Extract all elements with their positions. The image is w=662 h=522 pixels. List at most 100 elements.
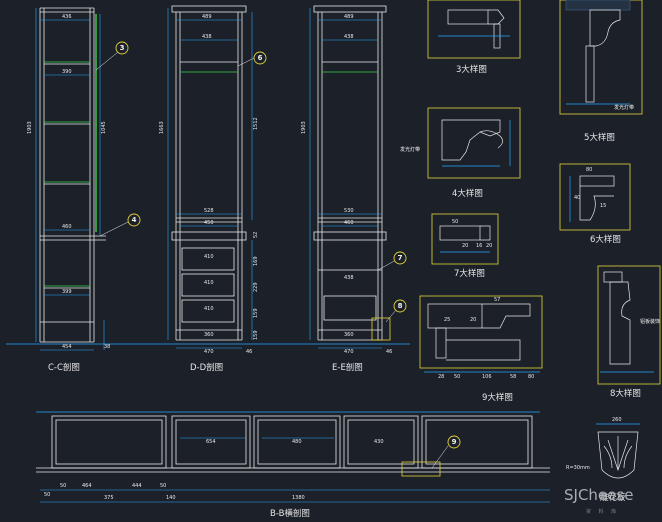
dim: 489 xyxy=(344,14,354,20)
dim: 530 xyxy=(344,208,354,214)
dim: 410 xyxy=(204,306,214,312)
dim: 470 xyxy=(344,349,354,355)
dim: 28 xyxy=(438,374,445,380)
marker-6: 6 xyxy=(257,54,263,62)
detail-3-drawing xyxy=(438,9,510,49)
detail-4-title: 4大样图 xyxy=(452,189,483,199)
carving-title: 雕花板 xyxy=(600,493,626,503)
dim: 1045 xyxy=(101,121,107,134)
dim: 229 xyxy=(253,282,259,292)
marker-9: 9 xyxy=(451,438,457,446)
dim: 444 xyxy=(132,483,142,489)
title-bb: B-B横剖图 xyxy=(270,509,310,519)
dim: 360 xyxy=(344,332,354,338)
dim: 38 xyxy=(104,344,111,350)
detail-4-drawing xyxy=(441,119,511,167)
detail-8-title: 8大样图 xyxy=(610,389,641,399)
dim: 50 xyxy=(452,219,459,225)
dim: 50 xyxy=(454,374,461,380)
dim: 15 xyxy=(600,203,607,209)
section-dd-dims xyxy=(167,8,253,349)
dim: 430 xyxy=(374,439,384,445)
section-cc xyxy=(39,7,106,343)
dim: 50 xyxy=(160,483,167,489)
dim: 20 xyxy=(486,243,493,249)
dim: 50 xyxy=(60,483,67,489)
carving-panel-drawing xyxy=(596,423,640,479)
section-ee xyxy=(313,5,387,341)
dim: 464 xyxy=(82,483,92,489)
detail-8-note: 铝板装饰 xyxy=(640,319,661,325)
dim: 460 xyxy=(62,224,72,230)
detail-8-drawing xyxy=(600,271,654,373)
dim: 57 xyxy=(494,297,501,303)
dim: 438 xyxy=(202,34,212,40)
dim: 390 xyxy=(62,69,72,75)
dim: 528 xyxy=(204,208,214,214)
detail-6-drawing xyxy=(569,175,615,222)
dim: 375 xyxy=(104,495,114,501)
dim: 58 xyxy=(510,374,517,380)
marker-circles xyxy=(115,41,461,449)
dim: 460 xyxy=(344,220,354,226)
marker-3: 3 xyxy=(119,44,125,52)
dim: 80 xyxy=(586,167,593,173)
bb-callout-frame xyxy=(401,461,441,477)
dim: 1380 xyxy=(292,495,305,501)
title-dd: D-D剖图 xyxy=(190,363,224,373)
section-bb-dims xyxy=(40,437,550,503)
dim: 46 xyxy=(386,349,393,355)
detail-9-title: 9大样图 xyxy=(482,393,513,403)
dim: 489 xyxy=(202,14,212,20)
dim: 480 xyxy=(292,439,302,445)
dim: 159 xyxy=(253,308,259,318)
dim: 159 xyxy=(253,330,259,340)
dim: 438 xyxy=(344,275,354,281)
dim: 410 xyxy=(204,254,214,260)
dim: 470 xyxy=(204,349,214,355)
dim: 410 xyxy=(204,280,214,286)
dim: 399 xyxy=(62,289,72,295)
detail-9-drawing xyxy=(424,303,540,373)
section-dd xyxy=(171,5,247,341)
dim: 454 xyxy=(62,344,72,350)
dim: 20 xyxy=(462,243,469,249)
detail-5-note: 发光灯带 xyxy=(614,105,635,111)
section-ee-dims xyxy=(309,8,382,349)
marker-8: 8 xyxy=(397,302,403,310)
dim: 46 xyxy=(246,349,253,355)
detail-3-title: 3大样图 xyxy=(456,65,487,75)
watermark-sub: 资 料 库 xyxy=(586,509,620,515)
title-ee: E-E剖图 xyxy=(332,363,363,373)
dim: 106 xyxy=(482,374,492,380)
marker-7: 7 xyxy=(397,254,403,262)
dim: 40 xyxy=(574,195,581,201)
dim: 169 xyxy=(253,256,259,266)
dim: 438 xyxy=(344,34,354,40)
section-cc-dims xyxy=(35,8,105,351)
leader-lines xyxy=(95,51,449,469)
dim: 16 xyxy=(476,243,483,249)
detail-7-title: 7大样图 xyxy=(454,269,485,279)
dim: 80 xyxy=(528,374,535,380)
detail-5-title: 5大样图 xyxy=(584,133,615,143)
dim: 1903 xyxy=(27,121,33,134)
detail-6-title: 6大样图 xyxy=(590,235,621,245)
dim: 140 xyxy=(166,495,176,501)
dim: 450 xyxy=(204,220,214,226)
detail-frames xyxy=(371,0,661,385)
dim: 50 xyxy=(44,492,51,498)
marker-4: 4 xyxy=(131,216,137,224)
detail-4-note: 发光灯带 xyxy=(400,147,421,153)
watermark-brand: SJCheese xyxy=(564,486,634,504)
detail-7-drawing xyxy=(439,225,491,253)
dim: 52 xyxy=(253,231,259,238)
dim: 20 xyxy=(470,317,477,323)
detail-5-drawing xyxy=(565,0,631,105)
section-bb xyxy=(36,411,550,473)
dim: R=30mm xyxy=(566,465,590,471)
dim: 1512 xyxy=(253,117,259,130)
dim: 654 xyxy=(206,439,216,445)
title-cc: C-C剖图 xyxy=(48,363,80,373)
